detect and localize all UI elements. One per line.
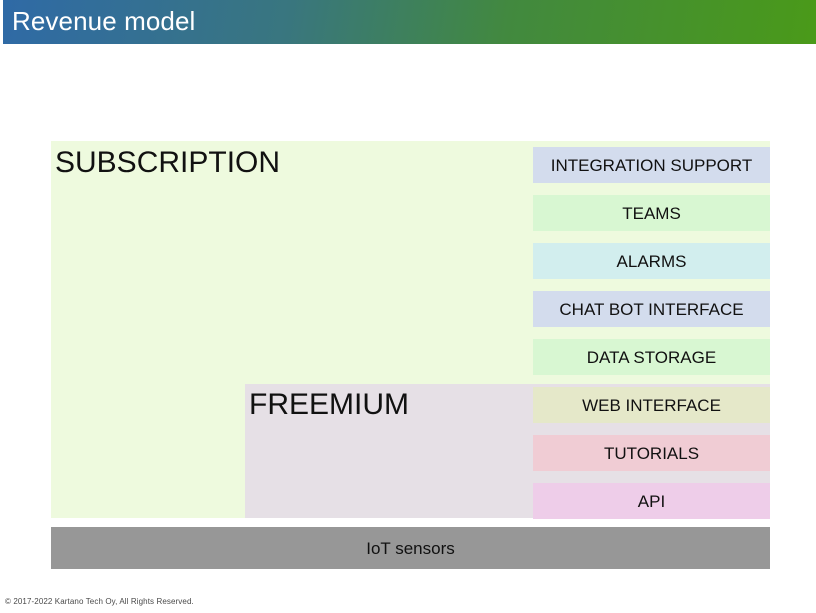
- feature-label: CHAT BOT INTERFACE: [559, 299, 744, 319]
- feature-label: ALARMS: [616, 251, 687, 271]
- tier-label-freemium: FREEMIUM: [249, 388, 409, 421]
- page-title: Revenue model: [12, 5, 196, 36]
- feature-box-chat-bot-interface: CHAT BOT INTERFACE: [533, 291, 770, 327]
- feature-label: TUTORIALS: [603, 443, 700, 463]
- feature-box-web-interface: WEB INTERFACE: [533, 387, 770, 423]
- feature-box-api: API: [533, 483, 770, 519]
- tier-label-subscription: SUBSCRIPTION: [55, 146, 281, 179]
- feature-box-alarms: ALARMS: [533, 243, 770, 279]
- feature-box-column: INTEGRATION SUPPORT TEAMS ALARMS CHAT BO…: [533, 147, 770, 531]
- feature-box-tutorials: TUTORIALS: [533, 435, 770, 471]
- base-layer-iot-sensors: IoT sensors: [51, 527, 770, 569]
- slide-header-bar: Revenue model: [3, 0, 816, 44]
- slide-body: SUBSCRIPTION FREEMIUM INTEGRATION SUPPOR…: [0, 44, 816, 613]
- feature-box-teams: TEAMS: [533, 195, 770, 231]
- feature-label: TEAMS: [622, 203, 681, 223]
- feature-label: INTEGRATION SUPPORT: [550, 155, 753, 175]
- feature-box-integration-support: INTEGRATION SUPPORT: [533, 147, 770, 183]
- feature-label: WEB INTERFACE: [582, 395, 721, 415]
- base-layer-label: IoT sensors: [366, 538, 455, 558]
- feature-box-data-storage: DATA STORAGE: [533, 339, 770, 375]
- feature-label: DATA STORAGE: [586, 347, 717, 367]
- feature-label: API: [637, 491, 666, 511]
- copyright-footer: © 2017-2022 Kartano Tech Oy, All Rights …: [5, 597, 194, 606]
